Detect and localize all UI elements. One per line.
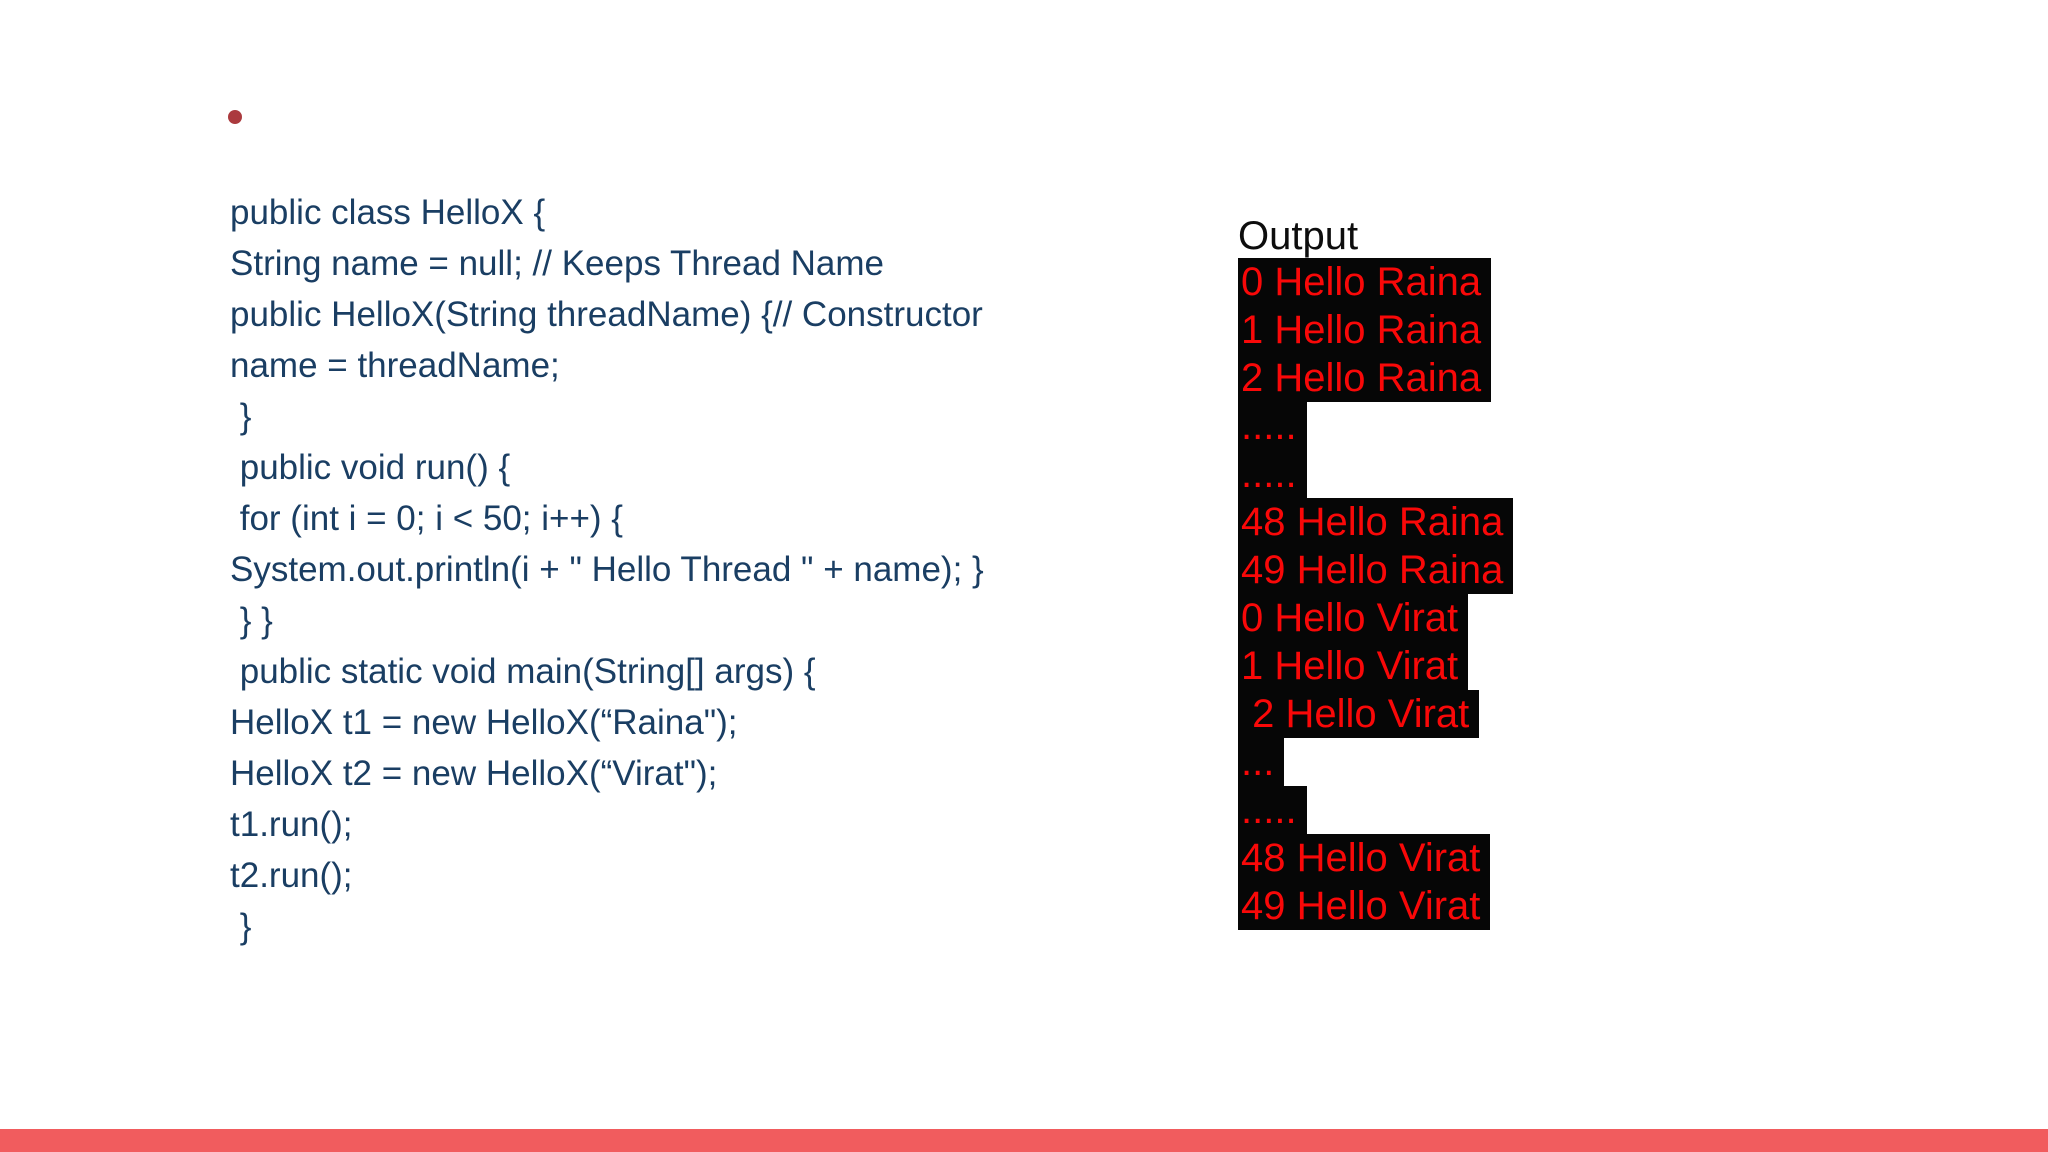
output-line: 1 Hello Raina bbox=[1238, 306, 1513, 354]
output-line-text: 49 Hello Raina bbox=[1238, 546, 1514, 594]
output-line: 1 Hello Virat bbox=[1238, 642, 1513, 690]
code-line: HelloX t2 = new HelloX(“Virat"); bbox=[230, 754, 718, 793]
output-line-text: 1 Hello Virat bbox=[1238, 642, 1469, 690]
output-line-text: 48 Hello Virat bbox=[1238, 834, 1491, 882]
output-line: 49 Hello Raina bbox=[1238, 546, 1514, 594]
output-line-text: ..... bbox=[1238, 786, 1307, 834]
output-line-text: 0 Hello Virat bbox=[1238, 594, 1469, 642]
output-line-text: ... bbox=[1238, 738, 1285, 786]
output-line-text: 1 Hello Raina bbox=[1238, 306, 1492, 354]
output-line: ... bbox=[1238, 738, 1513, 786]
output-line: 2 Hello Virat bbox=[1238, 690, 1513, 738]
output-line-text: 48 Hello Raina bbox=[1238, 498, 1514, 546]
output-line-text: 49 Hello Virat bbox=[1238, 882, 1491, 930]
code-line: public HelloX(String threadName) {// Con… bbox=[230, 295, 983, 334]
output-line: 48 Hello Virat bbox=[1238, 834, 1513, 882]
code-line: name = threadName; bbox=[230, 346, 560, 385]
output-title: Output bbox=[1238, 214, 1359, 258]
code-line: System.out.println(i + " Hello Thread " … bbox=[230, 550, 984, 589]
output-line: ..... bbox=[1238, 402, 1513, 450]
code-line: String name = null; // Keeps Thread Name bbox=[230, 244, 885, 283]
code-line: public static void main(String[] args) { bbox=[230, 652, 816, 691]
code-line: } } bbox=[230, 601, 273, 640]
output-line-text: ..... bbox=[1238, 450, 1307, 498]
code-block: public class HelloX { String name = null;… bbox=[230, 187, 984, 952]
bullet-point-icon bbox=[228, 110, 242, 124]
output-line-text: 2 Hello Raina bbox=[1238, 354, 1492, 402]
output-line: 48 Hello Raina bbox=[1238, 498, 1514, 546]
accent-bottom-bar bbox=[0, 1129, 2048, 1152]
code-line: public class HelloX { bbox=[230, 193, 546, 232]
output-line: ..... bbox=[1238, 786, 1513, 834]
code-line: HelloX t1 = new HelloX(“Raina"); bbox=[230, 703, 738, 742]
code-line: t2.run(); bbox=[230, 856, 353, 895]
output-line-text: 2 Hello Virat bbox=[1238, 690, 1480, 738]
code-line: for (int i = 0; i < 50; i++) { bbox=[230, 499, 623, 538]
code-line: } bbox=[230, 907, 252, 946]
output-line: 2 Hello Raina bbox=[1238, 354, 1513, 402]
code-line: } bbox=[230, 397, 252, 436]
output-line-text: ..... bbox=[1238, 402, 1307, 450]
output-line-text: 0 Hello Raina bbox=[1238, 258, 1492, 306]
output-line: ..... bbox=[1238, 450, 1513, 498]
output-line: 0 Hello Virat bbox=[1238, 594, 1513, 642]
code-line: t1.run(); bbox=[230, 805, 353, 844]
output-line: 49 Hello Virat bbox=[1238, 882, 1513, 930]
output-line: 0 Hello Raina bbox=[1238, 258, 1513, 306]
code-line: public void run() { bbox=[230, 448, 511, 487]
